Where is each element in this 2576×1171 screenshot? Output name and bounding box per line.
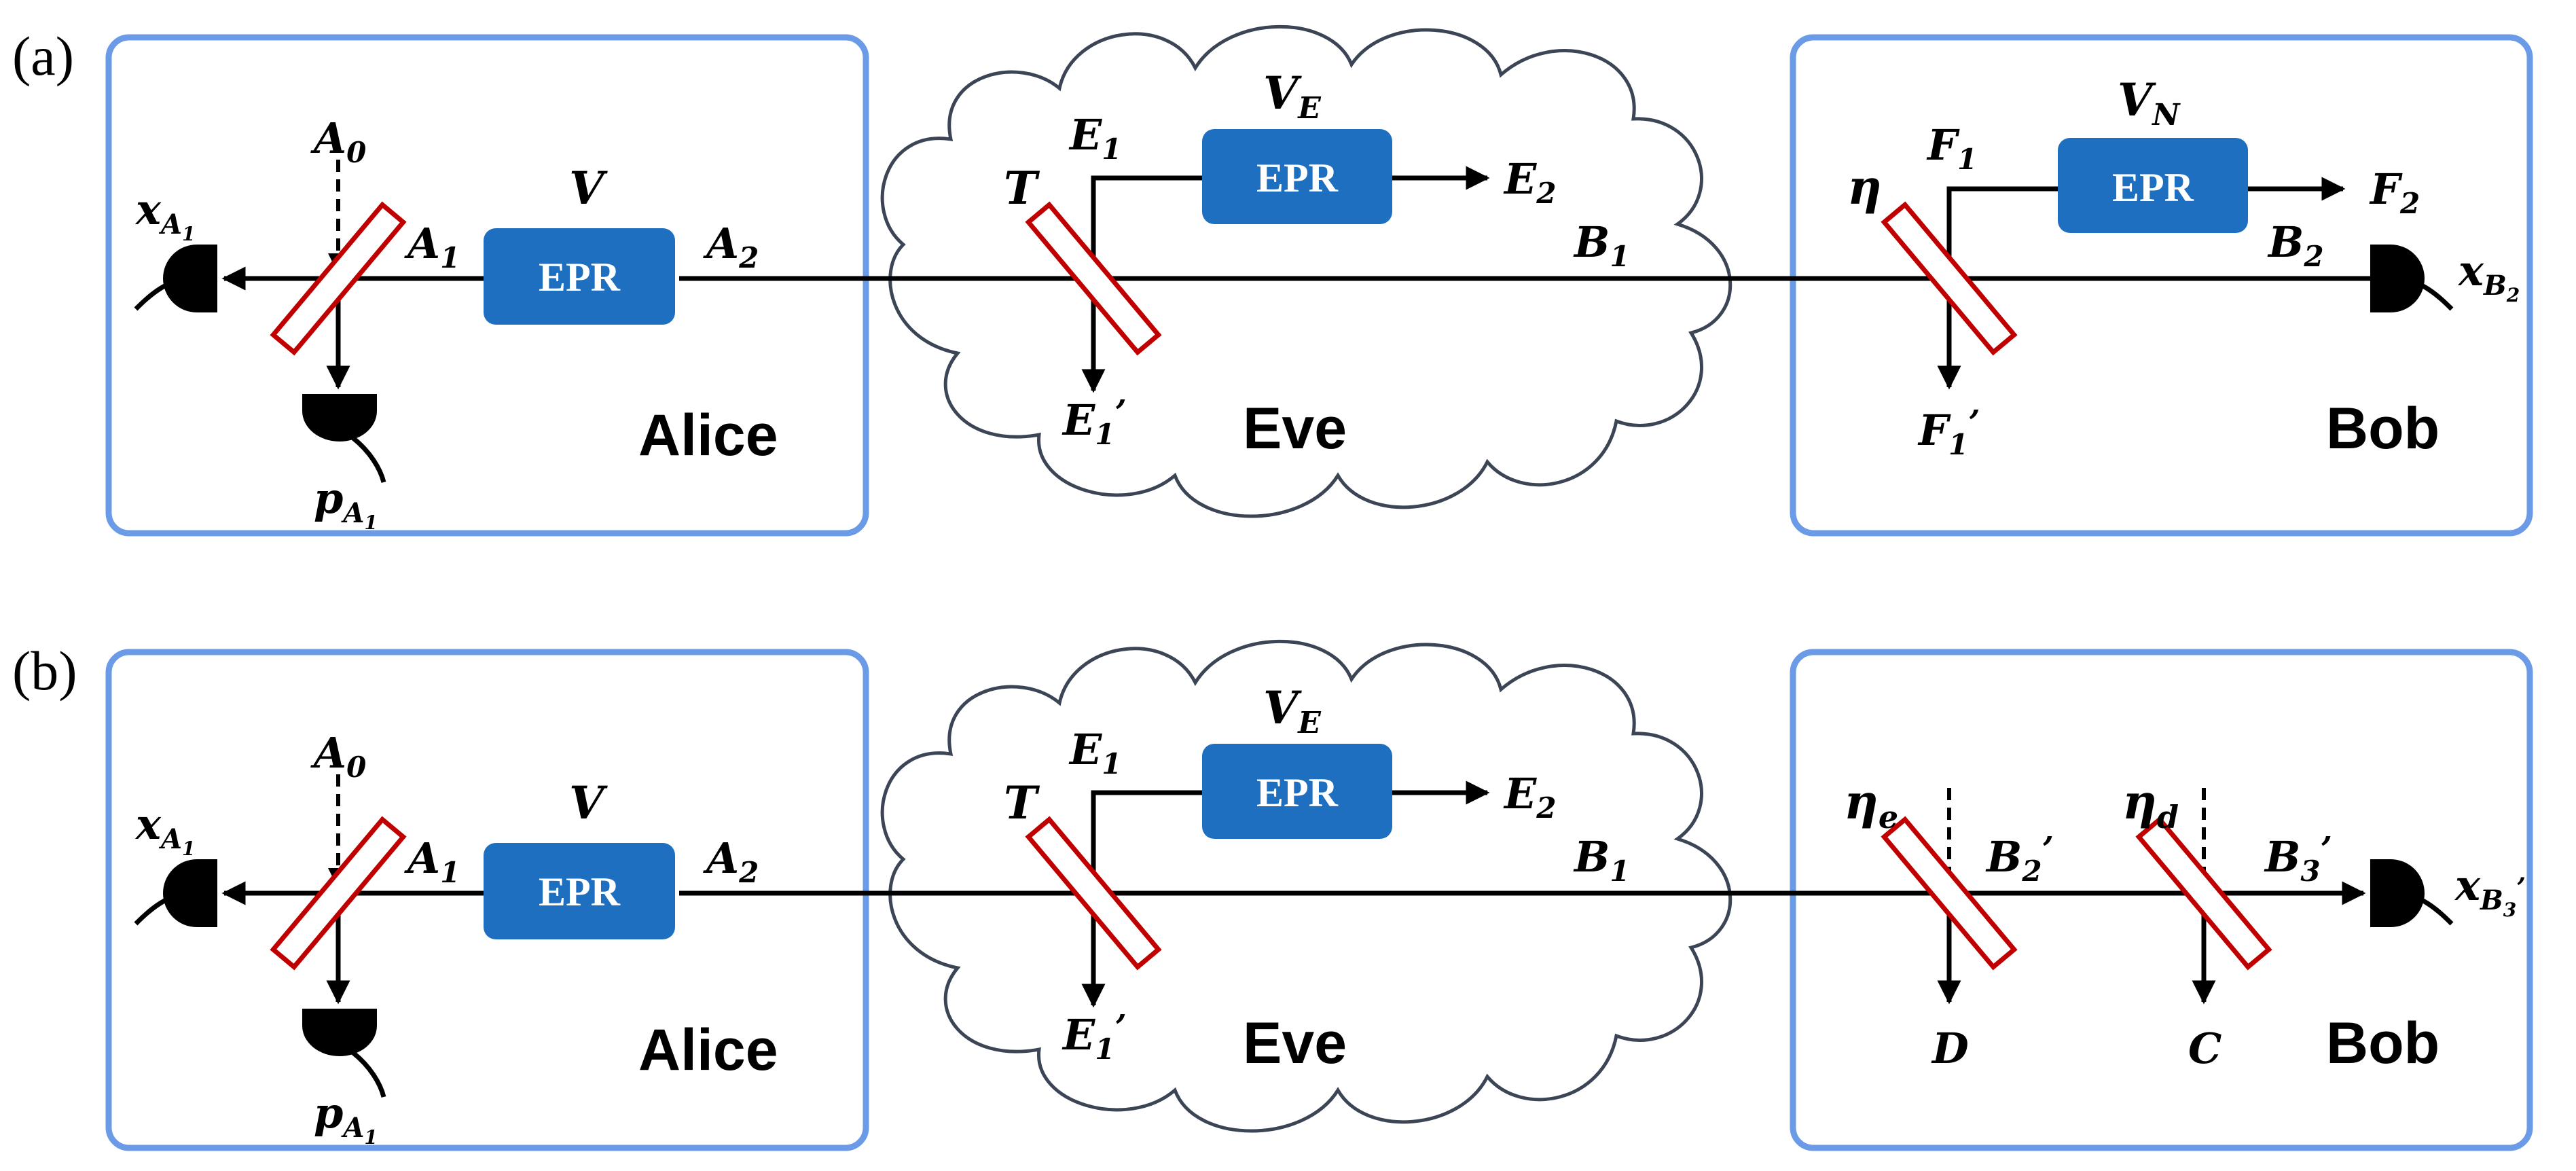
bob-beam-splitter-1 [1881,816,2018,971]
bob-b2-label: B2 [2267,217,2324,273]
bob-epr-box [2058,138,2248,233]
alice-p-detector-wire [351,1051,386,1098]
eve-e1-in-beam [1091,790,1202,893]
alice-a1-label: A1 [404,833,460,889]
eve-epr-box [1202,129,1392,224]
eve-e1p-label: E1’ [1062,1007,1127,1066]
bob-x-label: xB2 [2457,246,2520,306]
bob-x-detector-wire [2390,276,2454,311]
alice-v-label: V [569,162,608,215]
bob-d-label: D [1931,1024,1969,1073]
bob-eta-d-label: ηd [2122,774,2179,835]
alice-beam-splitter [270,201,407,356]
panel-b: (b) Alice Eve Bob EPR A0 V A1 A2 xA1 [12,640,2533,1151]
alice-x-detector-wire [134,890,198,926]
eve-e2-label: E2 [1503,154,1557,210]
alice-label: Alice [638,1017,778,1083]
alice-label: Alice [638,403,778,468]
eve-epr-source: EPR [1202,744,1392,839]
panel-label-a: (a) [12,25,74,87]
eve-e1-in-beam [1091,175,1202,278]
alice-a2-label: A2 [703,219,759,274]
alice-p-label: pA1 [314,473,378,534]
bob-frame [1790,649,2533,1151]
bob-f1p-label: F1’ [1917,402,1980,461]
bob-epr-source: EPR [2058,138,2248,233]
alice-epr-label: EPR [539,255,621,300]
alice-frame [105,34,869,537]
bob-epr-label: EPR [2112,165,2194,210]
alice-epr-source: EPR [484,843,675,939]
alice-epr-source: EPR [484,228,675,325]
alice-p-detector-wire [351,436,386,483]
eve-t-label: T [1004,162,1040,215]
eve-t-label: T [1004,776,1040,829]
eve-beam-splitter [1025,816,1162,971]
eve-ve-label: VE [1263,67,1322,126]
alice-frame [105,649,869,1151]
alice-p-detector [302,1009,377,1056]
alice-x-label: xA1 [134,185,196,245]
eve-e1-label: E1 [1068,110,1122,166]
alice-x-detector-wire [134,276,198,311]
alice-beam-splitter [270,816,407,971]
alice-box-a: Alice [105,34,869,537]
eve-e1p-label: E1’ [1062,392,1127,451]
eve-label: Eve [1243,396,1347,461]
alice-a0-label: A0 [310,728,366,784]
bob-b3p-label: B3’ [2264,829,2332,888]
alice-epr-box [484,228,675,325]
bob-c-label: C [2188,1024,2221,1073]
eve-cloud-b: Eve [882,641,1730,1131]
bob-vn-label: VN [2118,73,2181,132]
bob-box-a: Bob [1790,34,2533,537]
eve-epr-box [1202,744,1392,839]
alice-p-label: pA1 [314,1088,378,1149]
bob-beam-splitter-2 [2135,816,2272,971]
panel-a: (a) Alice Eve Bob EPR [12,25,2533,537]
eve-beam-splitter [1025,201,1162,356]
alice-p-detector [302,394,377,442]
bob-box-b: Bob [1790,649,2533,1151]
eve-epr-source: EPR [1202,129,1392,224]
eve-e2-label: E2 [1503,769,1557,825]
eve-ve-label: VE [1263,681,1322,740]
alice-x-label: xA1 [134,799,196,860]
bob-frame [1790,34,2533,537]
bob-f2-label: F2 [2369,164,2420,220]
eve-cloud-a: Eve [882,26,1730,516]
eve-label: Eve [1243,1011,1347,1076]
eve-e1-label: E1 [1068,725,1122,780]
alice-a0-label: A0 [310,113,366,169]
bob-eta-label: η [1847,159,1882,215]
eve-b1-label: B1 [1573,217,1630,273]
alice-a1-label: A1 [404,219,460,274]
panel-label-b: (b) [12,640,77,702]
bob-f1-in-beam [1946,186,2058,278]
eve-epr-label: EPR [1256,770,1339,815]
bob-x-label: xB3’ [2454,861,2526,921]
bob-label: Bob [2326,1011,2439,1076]
alice-box-b: Alice [105,649,869,1151]
bob-eta-e-label: ηe [1844,774,1898,835]
alice-epr-label: EPR [539,869,621,914]
bob-b2p-label: B2’ [1985,829,2054,888]
alice-epr-box [484,843,675,939]
eve-b1-label: B1 [1573,832,1630,888]
eve-epr-label: EPR [1256,156,1339,200]
bob-f1-label: F1 [1926,120,1977,176]
alice-a2-label: A2 [703,833,759,889]
bob-x-detector-wire [2390,890,2454,926]
alice-v-label: V [569,776,608,829]
bob-beam-splitter [1881,201,2018,356]
bob-label: Bob [2326,396,2439,461]
